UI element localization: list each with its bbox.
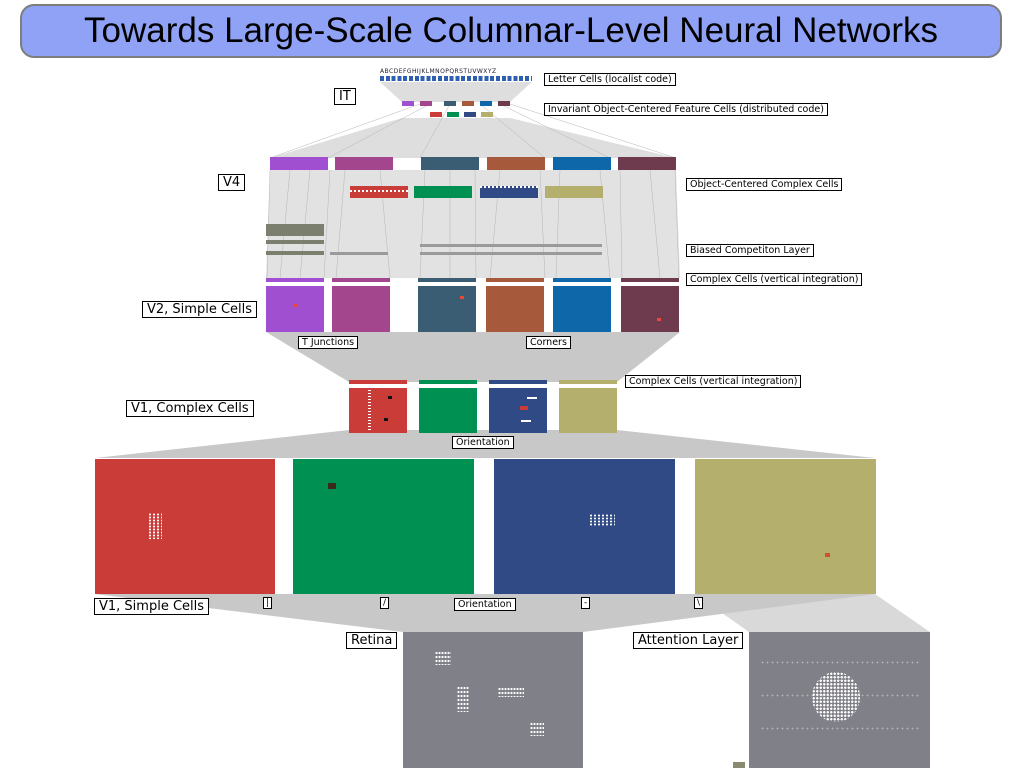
v1-complex-cell-navy (489, 388, 547, 433)
v1-simple-label: V1, Simple Cells (94, 598, 210, 615)
object-centered-label: Object-Centered Complex Cells (686, 178, 843, 191)
it-feature-cell (481, 112, 493, 117)
biased-cell (330, 252, 388, 255)
letter-cells-label: Letter Cells (localist code) (544, 73, 676, 86)
activity-marker (388, 396, 392, 399)
biased-cell (266, 251, 324, 255)
attention-marker (733, 762, 745, 768)
v4-label: V4 (218, 174, 246, 191)
letter-row: ABCDEFGHIJKLMNOPQRSTUVWXYZ (380, 68, 497, 75)
retina-pattern (530, 722, 544, 736)
activity-column (368, 390, 371, 430)
retina-pattern (457, 686, 469, 712)
biased-cell (420, 252, 602, 255)
v4-cell-teal (421, 157, 479, 170)
it-feature-cell (420, 101, 432, 106)
activity-marker (825, 553, 830, 557)
v2-cell-blue (553, 286, 611, 332)
v2-cell-purple (266, 286, 324, 332)
v4-cell-blue (553, 157, 611, 170)
orientation-label-simple: Orientation (454, 598, 516, 611)
attention-label: Attention Layer (633, 632, 744, 649)
it-feature-cell (464, 112, 476, 117)
it-feature-cell (430, 112, 442, 117)
orientation-symbol-horizontal: - (581, 597, 591, 609)
letter-cells-strip (380, 76, 532, 81)
v2-complex-strip (266, 278, 324, 282)
retina-panel (403, 632, 583, 768)
v2-complex-strip (553, 278, 611, 282)
orientation-symbol-antidiagonal: \ (694, 597, 704, 609)
biased-cell (266, 240, 324, 244)
invariant-label: Invariant Object-Centered Feature Cells … (544, 103, 828, 116)
v2-complex-strip (332, 278, 390, 282)
v1-complex-cell-red (349, 388, 407, 433)
v1-complex-strip (559, 380, 617, 384)
orientation-symbol-vertical: | (263, 597, 273, 609)
v4-cell-purple (270, 157, 328, 170)
retina-pattern (498, 687, 524, 697)
object-cell-activity (350, 190, 408, 192)
activity-marker (521, 420, 531, 422)
activity-marker (384, 418, 388, 421)
v1-simple-cell-horizontal (494, 459, 675, 594)
biased-cell (266, 224, 324, 236)
v2-cell-magenta (332, 286, 390, 332)
v1-complex-strip (419, 380, 477, 384)
activity-marker (520, 406, 528, 410)
v2-complex-strip (621, 278, 679, 282)
it-feature-cell (480, 101, 492, 106)
object-cell-red (350, 186, 408, 198)
orientation-label-complex: Orientation (452, 436, 514, 449)
activity-marker (657, 318, 661, 321)
object-cell-olive (545, 186, 603, 198)
v4-cell-magenta (335, 157, 393, 170)
v2-cell-teal (418, 286, 476, 332)
slide-title: Towards Large-Scale Columnar-Level Neura… (20, 4, 1002, 58)
v2-complex-strip (418, 278, 476, 282)
v1-complex-strip (349, 380, 407, 384)
v2-label: V2, Simple Cells (142, 301, 258, 318)
v2-cell-plum (621, 286, 679, 332)
it-feature-cell (444, 101, 456, 106)
it-feature-cell (498, 101, 510, 106)
retina-pattern (435, 651, 451, 665)
it-label: IT (334, 88, 356, 105)
activity-marker (293, 304, 297, 307)
v1-complex-cell-olive (559, 388, 617, 433)
complex-vertical-label-v4: Complex Cells (vertical integration) (686, 273, 863, 286)
v1-simple-cell-antidiagonal (695, 459, 876, 594)
v1-complex-label: V1, Complex Cells (126, 400, 254, 417)
object-cell-navy (480, 186, 538, 198)
it-feature-cell (462, 101, 474, 106)
it-feature-cell (402, 101, 414, 106)
v1-complex-strip (489, 380, 547, 384)
retina-label: Retina (346, 632, 398, 649)
complex-vertical-label-v1: Complex Cells (vertical integration) (625, 375, 802, 388)
activity-marker (527, 397, 537, 399)
biased-cell (420, 244, 602, 247)
v2-cell-rust (486, 286, 544, 332)
activity-cluster (148, 513, 162, 539)
activity-cluster (589, 514, 615, 526)
t-junctions-label: T Junctions (298, 336, 359, 349)
biased-label: Biased Competiton Layer (686, 244, 814, 257)
object-cell-activity (480, 186, 538, 188)
v2-complex-strip (486, 278, 544, 282)
it-feature-cell (447, 112, 459, 117)
attention-spotlight (812, 672, 860, 722)
v1-simple-cell-diagonal (293, 459, 474, 594)
v1-complex-cell-green (419, 388, 477, 433)
v4-cell-plum (618, 157, 676, 170)
v1-simple-cell-vertical (95, 459, 275, 594)
corners-label: Corners (526, 336, 571, 349)
activity-marker (328, 483, 336, 489)
orientation-symbol-diagonal: / (380, 597, 390, 609)
activity-marker (460, 296, 464, 299)
v4-cell-rust (487, 157, 545, 170)
object-cell-green (414, 186, 472, 198)
